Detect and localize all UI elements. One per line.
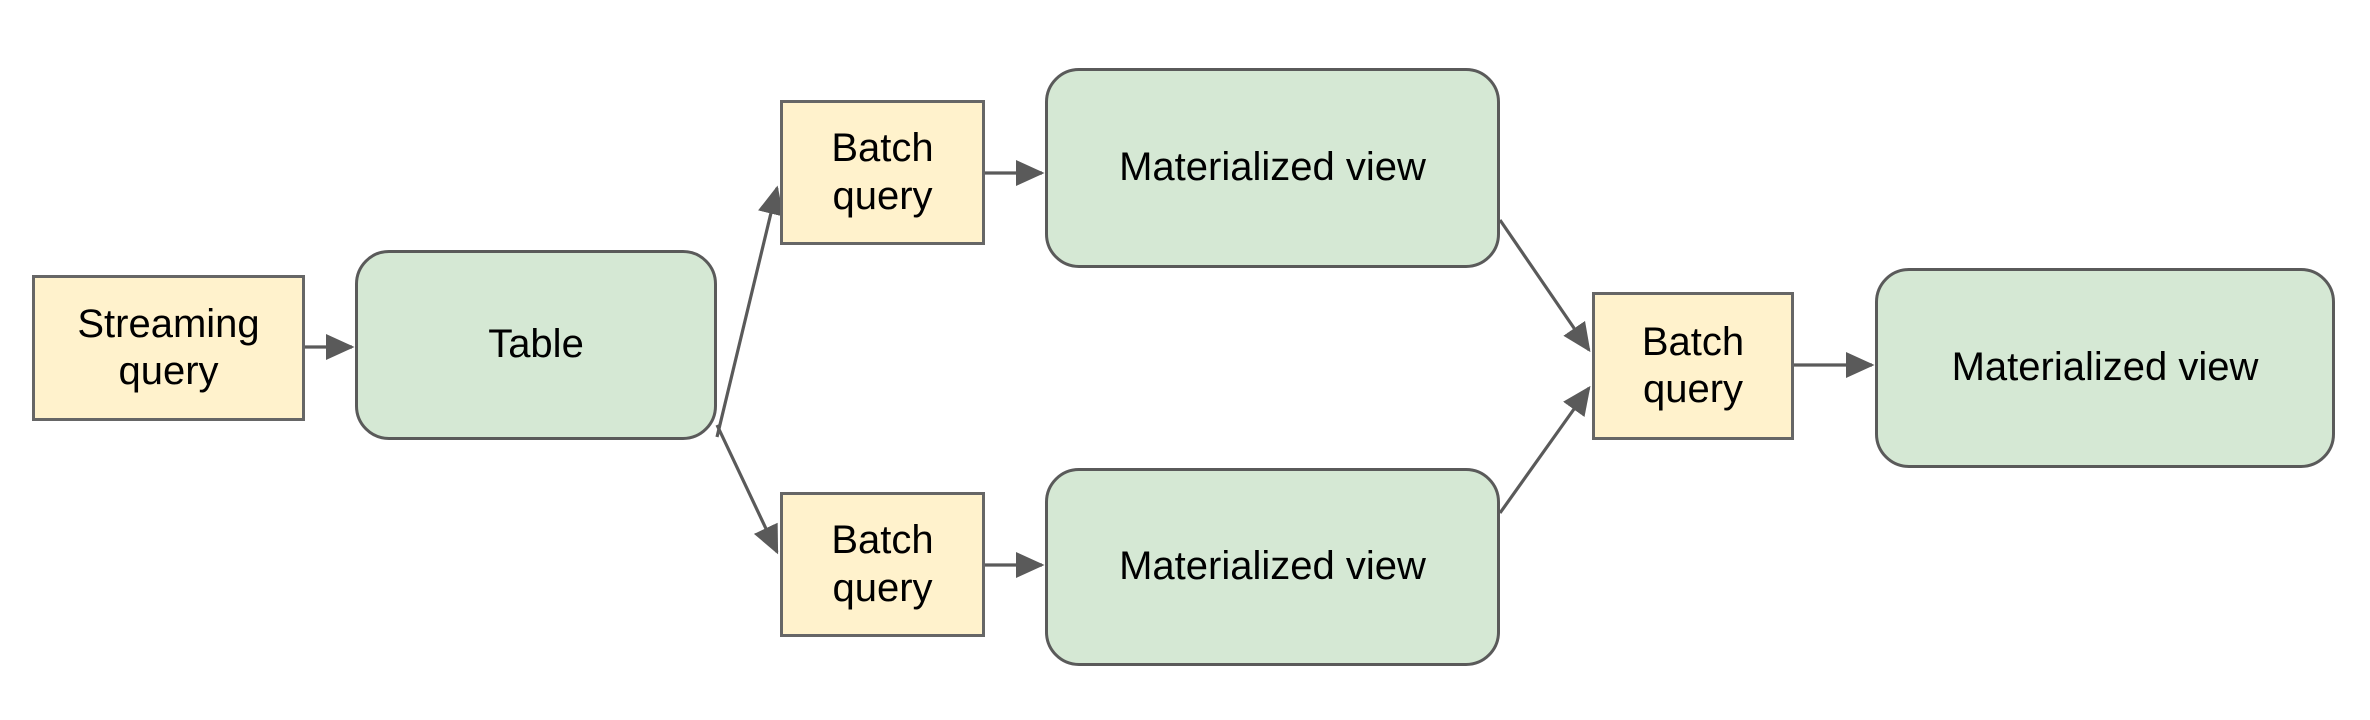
node-batch-query-join[interactable]: Batch query — [1592, 292, 1794, 440]
node-label: Table — [488, 322, 584, 367]
node-materialized-view-bottom[interactable]: Materialized view — [1045, 468, 1500, 666]
edge-mv_bot-to-batch_query_join — [1498, 385, 1591, 514]
node-streaming-query[interactable]: Streaming query — [32, 275, 305, 421]
edge-table-to-batch_query_bot — [715, 424, 779, 555]
node-materialized-view-top[interactable]: Materialized view — [1045, 68, 1500, 268]
node-table[interactable]: Table — [355, 250, 717, 440]
node-label: Streaming query — [77, 301, 260, 393]
node-label: Materialized view — [1119, 544, 1426, 589]
node-materialized-view-final[interactable]: Materialized view — [1875, 268, 2335, 468]
node-label: Batch query — [1641, 319, 1745, 411]
edge-table-to-batch_query_top — [715, 185, 784, 438]
node-label: Materialized view — [1951, 345, 2259, 390]
node-label: Materialized view — [1119, 145, 1426, 190]
edge-mv_top-to-batch_query_join — [1498, 219, 1591, 353]
node-batch-query-bottom[interactable]: Batch query — [780, 492, 985, 637]
node-label: Batch query — [831, 126, 934, 218]
node-batch-query-top[interactable]: Batch query — [780, 100, 985, 245]
node-label: Batch query — [831, 518, 934, 610]
